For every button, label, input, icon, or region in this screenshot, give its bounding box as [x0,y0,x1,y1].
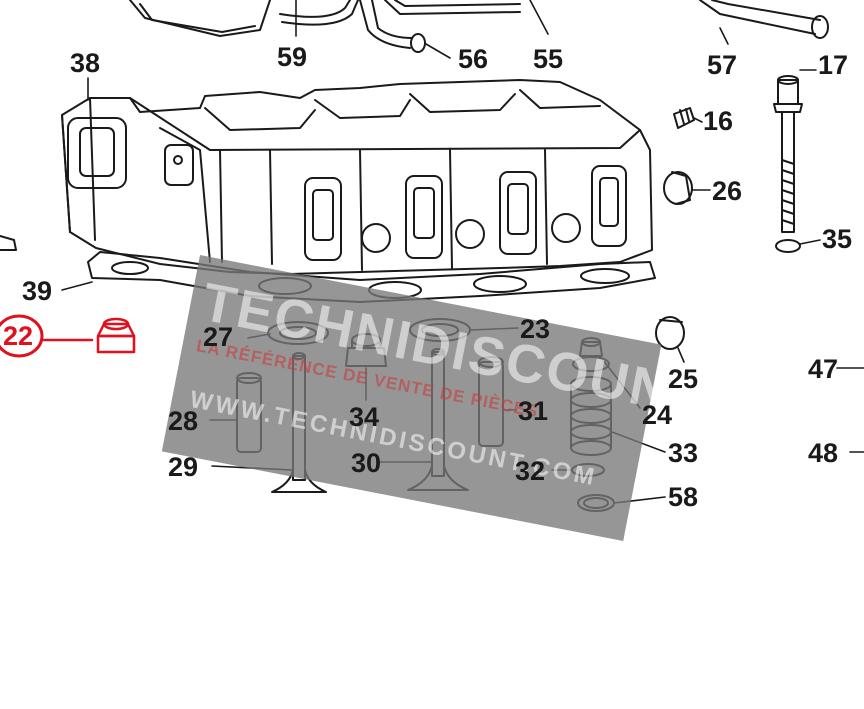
valve-cover-fragment [129,0,271,37]
callout-29: 29 [168,452,199,482]
callout-30: 30 [351,448,382,478]
callout-47: 47 [808,354,839,384]
callout-28: 28 [168,406,199,436]
callout-17: 17 [818,50,849,80]
callout-56: 56 [458,44,489,74]
valve-seat-ring-left [267,321,329,345]
valve-seat-ring-right [409,318,471,342]
valve-guide-left [236,372,262,453]
hose [699,0,821,35]
spring-seat-washer [571,463,605,477]
valve-guide-right [478,356,504,447]
head-bolt [773,75,803,233]
hose-end [811,15,829,39]
callout-57: 57 [707,50,738,80]
cover-gasket-strip [279,0,359,26]
callout-26: 26 [712,176,743,206]
valve-stem-cap-highlighted [0,314,136,358]
cover-rail [384,0,521,15]
stud-left [0,235,17,251]
callout-38: 38 [70,48,101,78]
breather-pipe [359,0,413,49]
tappet [655,316,685,350]
callout-39: 39 [22,276,53,306]
callout-48: 48 [808,438,839,468]
callout-55: 55 [533,44,564,74]
callout-33: 33 [668,438,699,468]
callout-16: 16 [703,106,734,136]
callout-58: 58 [668,482,699,512]
callout-23: 23 [520,314,551,344]
cylinder-head [61,79,653,275]
valve-stem-seal [345,333,387,367]
callout-59: 59 [277,42,308,72]
head-gasket [87,251,656,303]
callout-27: 27 [203,322,234,352]
valve-spring-assembly [570,337,612,456]
callout-34: 34 [349,402,380,432]
intake-valve [407,348,469,491]
o-ring [577,494,615,512]
breather-pipe-end [410,33,426,53]
exhaust-valve [271,352,327,493]
plug-screw [673,107,695,129]
bolt-washer [775,239,801,253]
callout-22-highlighted: 22 [3,321,34,351]
callout-31: 31 [518,396,549,426]
callout-32: 32 [515,456,546,486]
cap-plug [663,171,693,205]
callout-25: 25 [668,364,699,394]
callout-24: 24 [642,400,673,430]
callout-35: 35 [822,224,853,254]
